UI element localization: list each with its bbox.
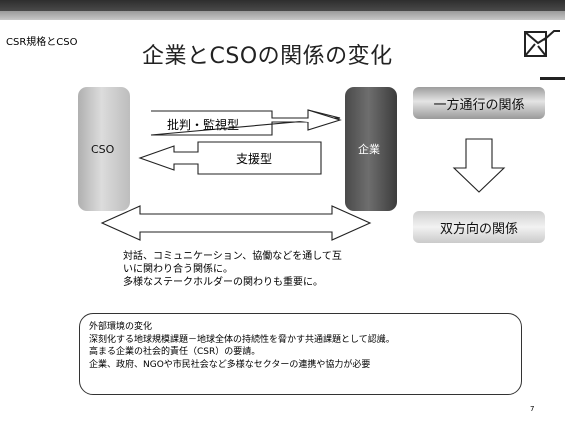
box-line: 深刻化する地球規模課題－地球全体の持続性を脅かす共通課題として認識。 xyxy=(89,334,395,345)
description-line: いに関わり合う関係に。 xyxy=(123,264,233,275)
top-bar-gradient xyxy=(0,11,565,20)
arrow-right-label: 批判・監視型 xyxy=(167,118,240,132)
box-line: 企業、政府、NGOや市民社会など多様なセクターの連携や協力が必要 xyxy=(89,359,371,370)
two-way-relation-label: 双方向の関係 xyxy=(439,221,518,237)
page-number: 7 xyxy=(530,405,535,413)
logo-icon xyxy=(524,30,560,57)
logo-rule xyxy=(540,77,565,80)
down-arrow xyxy=(452,138,506,193)
relationship-description: 対話、コミュニケーション、協働などを通して互 いに関わり合う関係に。 多様なステ… xyxy=(123,250,342,289)
one-way-relation-label: 一方通行の関係 xyxy=(433,97,525,113)
one-way-relation-badge: 一方通行の関係 xyxy=(413,87,545,119)
arrow-left-label: 支援型 xyxy=(236,152,273,166)
description-line: 多様なステークホルダーの関わりも重要に。 xyxy=(123,277,323,288)
cso-column: CSO xyxy=(78,87,130,211)
enterprise-column: 企業 xyxy=(345,87,397,211)
box-line: 高まる企業の社会的責任（CSR）の要請。 xyxy=(89,347,261,357)
description-line: 対話、コミュニケーション、協働などを通して互 xyxy=(123,251,342,262)
section-label: CSR規格とCSO xyxy=(6,37,78,48)
cso-label: CSO xyxy=(91,143,115,156)
enterprise-label: 企業 xyxy=(358,143,380,156)
external-environment-box: 外部環境の変化 深刻化する地球規模課題－地球全体の持続性を脅かす共通課題として認… xyxy=(79,313,522,395)
right-arrow xyxy=(150,109,342,136)
box-heading: 外部環境の変化 xyxy=(89,322,153,332)
double-headed-arrow xyxy=(100,205,372,241)
top-bar xyxy=(0,0,565,11)
slide-title: 企業とCSOの関係の変化 xyxy=(142,44,393,69)
left-arrow xyxy=(138,141,322,175)
two-way-relation-badge: 双方向の関係 xyxy=(413,211,545,243)
